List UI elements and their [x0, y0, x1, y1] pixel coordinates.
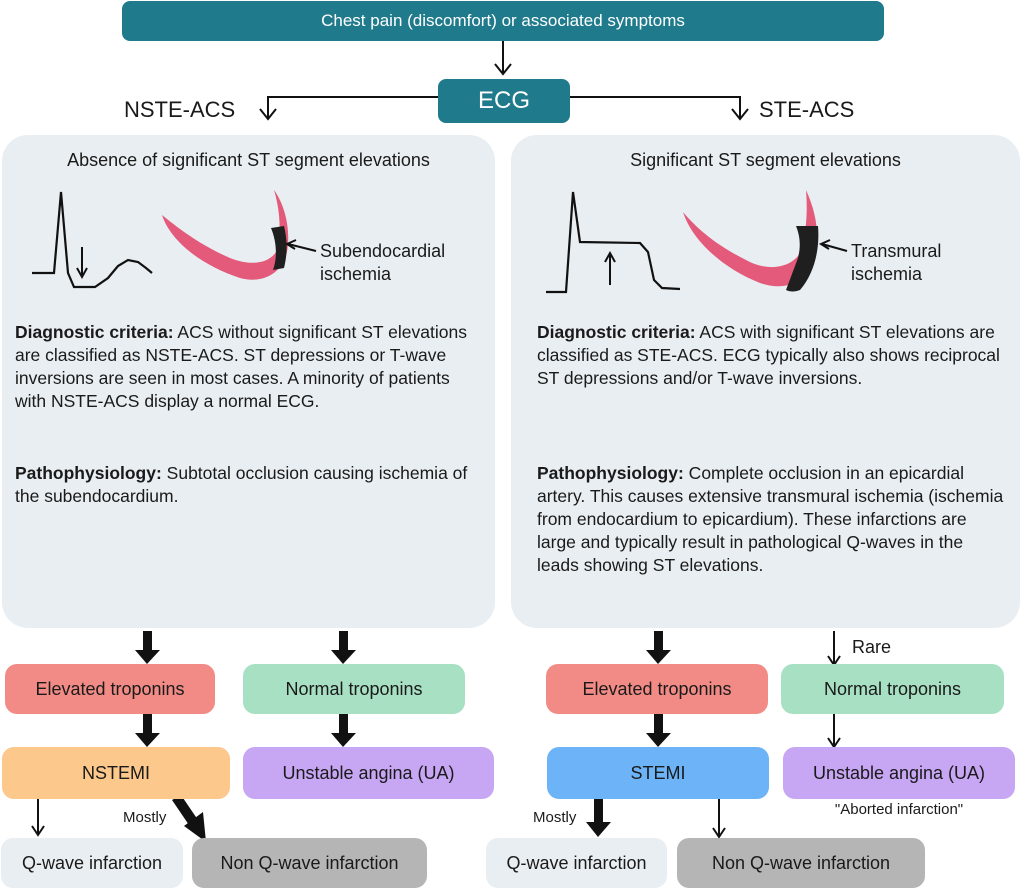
ste-pathophysiology: Pathophysiology: Complete occlusion in a… — [537, 462, 1007, 577]
subendocardial-label: Subendocardial ischemia — [320, 240, 445, 286]
nste-panel-title: Absence of significant ST segment elevat… — [67, 150, 430, 170]
right-unstable-angina-box: Unstable angina (UA) — [783, 747, 1015, 799]
subendocardial-label-line1: Subendocardial — [320, 241, 446, 261]
left-elevated-troponins-box: Elevated troponins — [5, 664, 215, 714]
nste-patho-body: Subtotal occlusion causing ischemia of t… — [15, 463, 468, 506]
nste-patho-heading: Pathophysiology: — [15, 463, 162, 483]
ste-patho-body: Complete occlusion in an epicardial arte… — [537, 463, 1004, 575]
nste-diagnostic-criteria: Diagnostic criteria: ACS without signifi… — [15, 321, 483, 413]
arrow-elevated-to-nstemi-shaft — [143, 714, 152, 736]
nste-diag-body: ACS without significant ST elevations ar… — [15, 322, 467, 411]
right-nonq-infarction-box: Non Q-wave infarction — [677, 838, 925, 888]
nste-pathophysiology: Pathophysiology: Subtotal occlusion caus… — [15, 462, 483, 508]
stemi-box: STEMI — [547, 747, 769, 799]
arrow-left-to-normal-shaft — [339, 631, 348, 653]
left-normal-troponins-box: Normal troponins — [243, 664, 465, 714]
transmural-label: Transmural ischemia — [851, 240, 941, 286]
chest-pain-box: Chest pain (discomfort) or associated sy… — [122, 1, 884, 41]
left-unstable-angina-text: Unstable angina (UA) — [282, 762, 455, 783]
left-qwave-infarction-box: Q-wave infarction — [1, 838, 183, 888]
right-qwave-infarction-box: Q-wave infarction — [486, 838, 667, 888]
left-mostly-label: Mostly — [123, 809, 167, 826]
arrow-elevated-to-stemi-shaft — [654, 714, 663, 736]
top-to-ecg-arrowhead — [494, 63, 512, 76]
transmural-label-line2: ischemia — [851, 264, 923, 284]
left-normal-troponins-text: Normal troponins — [285, 678, 423, 699]
arrow-elevated-to-nstemi-head — [135, 733, 160, 747]
chest-pain-text: Chest pain (discomfort) or associated sy… — [321, 11, 685, 30]
ecg-to-nste-arrowhead — [259, 108, 277, 121]
ecg-text: ECG — [477, 87, 530, 114]
left-qwave-infarction-text: Q-wave infarction — [21, 852, 163, 873]
transmural-label-line1: Transmural — [851, 241, 942, 261]
arrow-right-to-elevated-head — [646, 650, 671, 664]
nste-diag-heading: Diagnostic criteria: — [15, 322, 174, 342]
ste-diag-heading: Diagnostic criteria: — [537, 322, 696, 342]
nste-acs-label: NSTE-ACS — [124, 97, 236, 122]
left-nonq-infarction-box: Non Q-wave infarction — [192, 838, 427, 888]
arrow-normal-to-ua-shaft — [339, 714, 348, 736]
rare-label: Rare — [852, 637, 892, 657]
arrow-elevated-to-stemi-head — [646, 733, 671, 747]
arrow-stemi-to-qwave-shaft — [594, 799, 603, 825]
left-elevated-troponins-text: Elevated troponins — [35, 678, 185, 699]
ste-panel-title: Significant ST segment elevations — [630, 150, 901, 170]
left-unstable-angina-box: Unstable angina (UA) — [243, 747, 494, 799]
right-elevated-troponins-text: Elevated troponins — [582, 678, 732, 699]
arrow-nstemi-to-nonq-shaft — [172, 795, 200, 828]
right-normal-troponins-box: Normal troponins — [781, 664, 1004, 714]
ste-acs-label: STE-ACS — [759, 97, 855, 122]
left-nonq-infarction-text: Non Q-wave infarction — [220, 852, 399, 873]
arrow-stemi-to-qwave-head — [586, 822, 611, 837]
ecg-to-ste-arrowhead — [731, 108, 749, 121]
ecg-to-nste-line — [267, 96, 438, 118]
subendocardial-label-line2: ischemia — [320, 264, 392, 284]
ste-patho-heading: Pathophysiology: — [537, 463, 684, 483]
ecg-box: ECG — [438, 79, 570, 123]
aborted-infarction-label: "Aborted infarction" — [834, 801, 964, 818]
arrow-left-to-normal-head — [331, 650, 356, 664]
right-qwave-infarction-text: Q-wave infarction — [506, 852, 647, 873]
stemi-text: STEMI — [630, 762, 686, 783]
right-unstable-angina-text: Unstable angina (UA) — [812, 762, 986, 783]
right-mostly-label: Mostly — [533, 809, 577, 826]
right-nonq-infarction-text: Non Q-wave infarction — [711, 852, 891, 873]
thin-arrows — [31, 631, 841, 839]
thick-arrows — [135, 631, 671, 842]
nstemi-box: NSTEMI — [2, 747, 230, 799]
arrow-stemi-to-nonq-head — [712, 827, 726, 839]
right-elevated-troponins-box: Elevated troponins — [546, 664, 768, 714]
right-normal-troponins-text: Normal troponins — [823, 678, 962, 699]
ste-diagnostic-criteria: Diagnostic criteria: ACS with significan… — [537, 321, 1007, 390]
arrow-left-to-elevated-head — [135, 650, 160, 664]
arrow-left-to-elevated-shaft — [143, 631, 152, 653]
ste-diag-body: ACS with significant ST elevations are c… — [537, 322, 1000, 388]
arrow-right-to-elevated-shaft — [654, 631, 663, 653]
ecg-to-ste-line — [570, 96, 741, 118]
nstemi-text: NSTEMI — [81, 762, 150, 783]
arrow-nstemi-to-qwave-head — [31, 825, 45, 837]
arrow-normal-to-ua-right-head — [827, 737, 841, 749]
arrow-normal-to-ua-head — [331, 733, 356, 747]
